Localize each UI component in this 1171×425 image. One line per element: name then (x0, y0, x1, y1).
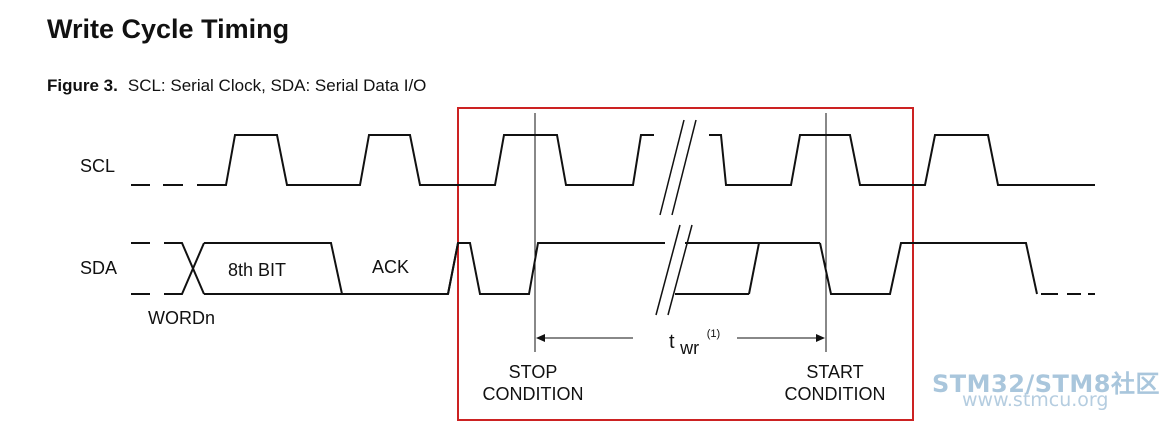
twr-main: t (669, 331, 675, 353)
twr-subscript: wr (679, 338, 699, 358)
watermark-url: www.stmcu.org (962, 389, 1109, 411)
sda-waveform (131, 242, 1095, 295)
wordn-label: WORDn (148, 308, 215, 328)
twr-label: t wr (1) (669, 328, 720, 359)
sda-signal-label: SDA (80, 258, 117, 278)
scl-waveform (131, 134, 1095, 186)
scl-signal-label: SCL (80, 156, 115, 176)
twr-dimension-arrow (536, 334, 825, 342)
watermark-brand: STM32/STM8社区 (932, 370, 1160, 398)
write-cycle-highlight-box (457, 107, 914, 421)
stop-label-line2: CONDITION (483, 384, 584, 404)
figure-number: Figure 3. (47, 76, 118, 95)
sda-break-marks (655, 224, 693, 316)
ack-label: ACK (372, 257, 409, 277)
figure-caption: Figure 3. SCL: Serial Clock, SDA: Serial … (47, 76, 426, 96)
start-label-line2: CONDITION (785, 384, 886, 404)
stop-label-line1: STOP (509, 362, 558, 382)
site-watermark: STM32/STM8社区 www.stmcu.org (932, 364, 1160, 411)
twr-footnote: (1) (707, 328, 720, 340)
scl-break-marks (659, 119, 697, 216)
eighth-bit-label: 8th BIT (228, 260, 286, 280)
start-label-line1: START (806, 362, 863, 382)
page-title: Write Cycle Timing (47, 14, 290, 44)
figure-caption-text: SCL: Serial Clock, SDA: Serial Data I/O (127, 76, 427, 95)
